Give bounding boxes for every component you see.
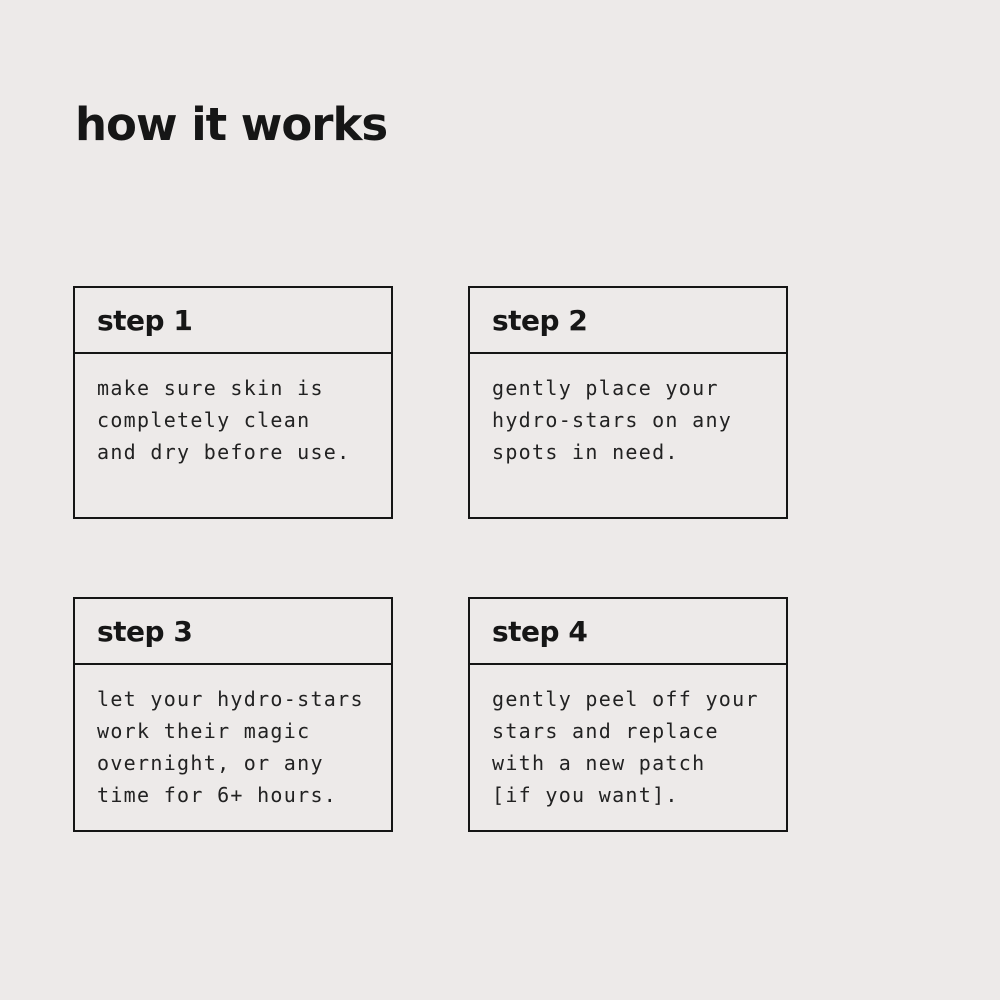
step-4-title: step 4 <box>470 599 786 665</box>
step-3-description: let your hydro-stars work their magic ov… <box>97 687 364 807</box>
step-2-title: step 2 <box>470 288 786 354</box>
page-title: how it works <box>75 98 388 151</box>
step-1-title: step 1 <box>75 288 391 354</box>
step-3-title: step 3 <box>75 599 391 665</box>
step-4-description: gently peel off your stars and replace w… <box>492 687 759 807</box>
step-card-2: step 2 gently place your hydro-stars on … <box>468 286 788 519</box>
step-card-1: step 1 make sure skin is completely clea… <box>73 286 393 519</box>
step-card-4: step 4 gently peel off your stars and re… <box>468 597 788 832</box>
step-card-3: step 3 let your hydro-stars work their m… <box>73 597 393 832</box>
step-1-description: make sure skin is completely clean and d… <box>97 376 351 464</box>
step-2-description: gently place your hydro-stars on any spo… <box>492 376 733 464</box>
